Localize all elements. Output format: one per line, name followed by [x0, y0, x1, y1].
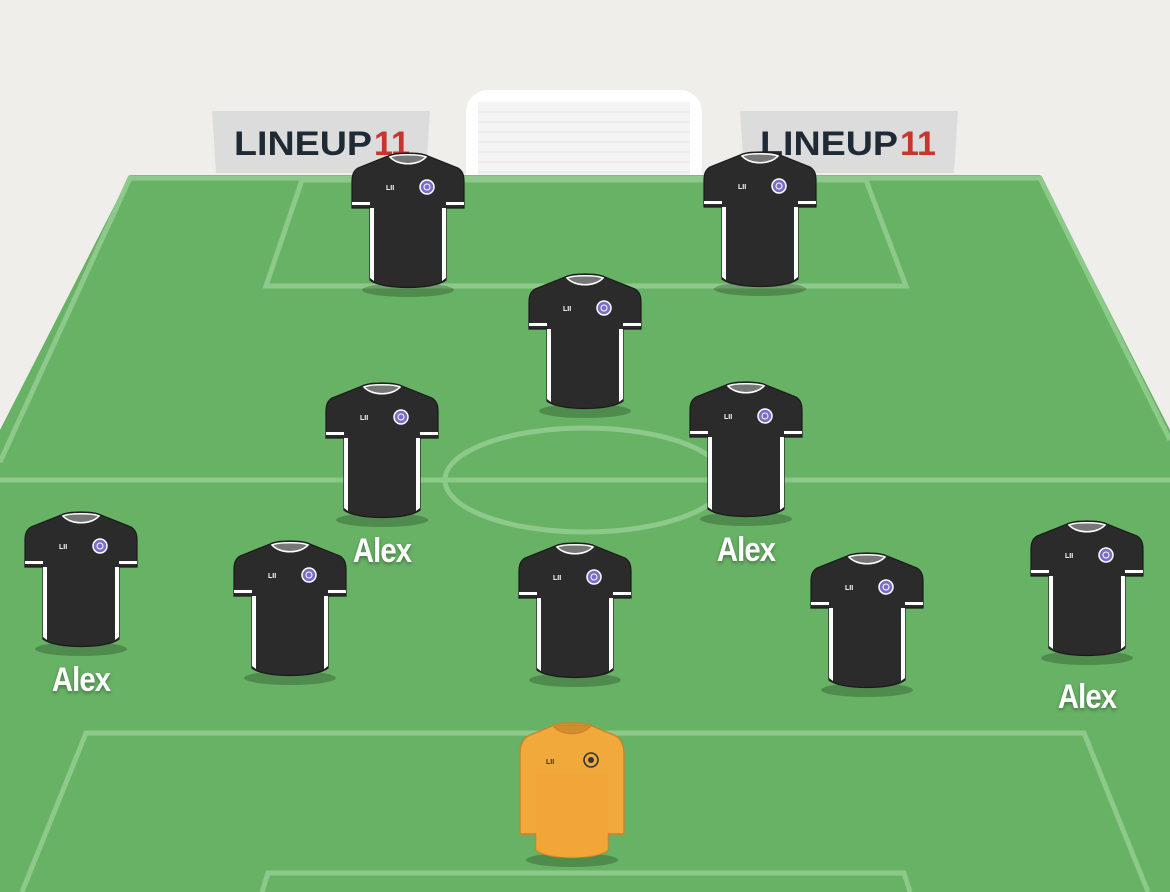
player-name-central-mid-left: Alex — [352, 532, 412, 570]
svg-text:LII: LII — [386, 185, 394, 192]
svg-text:LII: LII — [553, 575, 561, 582]
logo-number: 11 — [900, 125, 936, 163]
svg-text:LII: LII — [268, 573, 276, 580]
svg-text:LII: LII — [360, 415, 368, 422]
player-jersey-attacking-mid[interactable]: LII — [527, 273, 643, 418]
player-jersey-left-back[interactable]: LII — [23, 511, 139, 656]
player-jersey-striker-right[interactable]: LII — [702, 151, 818, 296]
player-jersey-goalkeeper[interactable]: LII — [514, 722, 630, 867]
player-jersey-centre-back-right[interactable]: LII — [809, 552, 925, 697]
player-name-central-mid-right: Alex — [716, 531, 776, 569]
svg-text:LII: LII — [546, 759, 554, 766]
svg-text:LII: LII — [563, 306, 571, 313]
player-jersey-central-mid-left[interactable]: LII — [324, 382, 440, 527]
player-name-right-back: Alex — [1057, 678, 1117, 716]
goal-net — [466, 90, 702, 198]
player-jersey-central-mid-right[interactable]: LII — [688, 381, 804, 526]
player-jersey-centre-back-mid[interactable]: LII — [517, 542, 633, 687]
player-name-left-back: Alex — [51, 661, 111, 699]
player-jersey-striker-left[interactable]: LII — [350, 152, 466, 297]
svg-text:LII: LII — [1065, 553, 1073, 560]
svg-text:LII: LII — [845, 585, 853, 592]
svg-text:LII: LII — [59, 544, 67, 551]
svg-text:LII: LII — [738, 184, 746, 191]
sponsor-board-left: LINEUP 11 — [212, 111, 432, 180]
player-jersey-right-back[interactable]: LII — [1029, 520, 1145, 665]
svg-text:LII: LII — [724, 414, 732, 421]
player-jersey-centre-back-left[interactable]: LII — [232, 540, 348, 685]
logo-word: LINEUP — [234, 125, 372, 163]
